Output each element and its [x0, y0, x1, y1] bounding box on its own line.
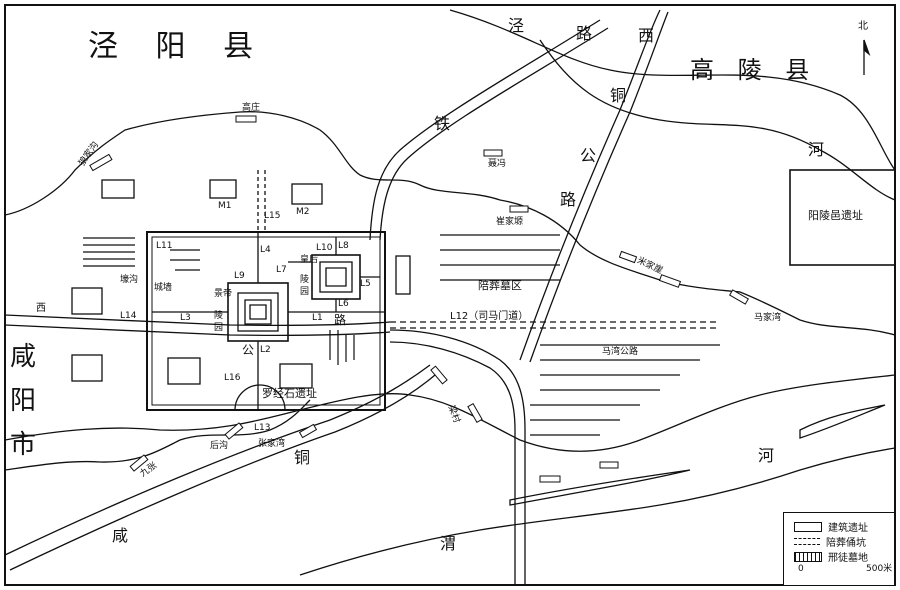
burial-area-label: 陪葬墓区: [478, 279, 522, 292]
scale-zero: 0: [798, 564, 804, 574]
wei-river-south-bank: [299, 447, 896, 576]
north-label: 北: [858, 21, 868, 32]
road-label-gong-2: 公: [242, 343, 255, 357]
road-label-xian: 咸: [112, 526, 129, 545]
yangling-yi-box: [789, 169, 896, 266]
road-label-lu: 路: [560, 190, 577, 209]
place-houguo: 后沟: [210, 441, 229, 451]
outer-wall-inner: [151, 236, 381, 406]
rail-label-jing: 泾: [508, 16, 525, 35]
road-label-xi: 西: [638, 26, 655, 45]
code-l4: L4: [260, 245, 271, 255]
label-hou-yuan: 园: [300, 287, 310, 297]
road-label-lu-north: 路: [576, 24, 593, 43]
code-l9: L9: [234, 271, 245, 281]
label-hou-ling: 陵: [300, 275, 310, 285]
west-road: [4, 314, 391, 327]
label-jingdi-yuan: 园: [214, 323, 224, 333]
place-gaozhuang: 高庄: [242, 103, 261, 113]
road-curve-1: [389, 329, 526, 585]
code-l13: L13: [254, 423, 271, 433]
code-l2: L2: [260, 345, 271, 355]
south-terrace: [4, 399, 311, 471]
code-m2: M2: [296, 207, 310, 217]
west-road-2: [4, 324, 391, 337]
code-l15: L15: [264, 211, 281, 221]
wei-river-north-bank: [4, 374, 896, 452]
county-label-jingyang: 泾 阳 县: [88, 29, 268, 64]
plateau-edge-north: [4, 111, 896, 336]
road-label-lu-2: 路: [334, 313, 347, 327]
label-jingdi-ling: 陵: [214, 311, 224, 321]
legend-cemetery-icon: [794, 551, 822, 562]
county-label-gaoling: 高 陵 县: [690, 56, 818, 84]
road-label-tong-2: 铜: [294, 448, 311, 467]
code-l11: L11: [156, 241, 173, 251]
river-label-he-2: 河: [758, 446, 775, 465]
code-l16: L16: [224, 373, 241, 383]
label-chengqiang: 城墙: [154, 283, 173, 293]
legend-pit-icon: [794, 538, 820, 545]
place-niefeng: 聂冯: [488, 159, 507, 169]
xitong-road-n2: [529, 11, 669, 363]
label-jiangou: 壕沟: [120, 275, 139, 285]
rail-label-tie: 铁: [434, 114, 451, 133]
place-majiawan: 马家湾: [754, 313, 782, 323]
code-l3: L3: [180, 313, 191, 323]
river-label-he-1: 河: [808, 140, 825, 159]
code-l1: L1: [312, 313, 323, 323]
wei-river-island: [799, 404, 886, 439]
xitong-road-1: [4, 364, 431, 556]
river-label-wei: 渭: [440, 534, 457, 553]
road-label-west: 西: [36, 303, 46, 314]
wei-river-bar: [509, 469, 691, 506]
scale-max: 500米: [866, 564, 893, 574]
label-huanghou: 皇后: [300, 255, 319, 265]
code-l14: L14: [120, 311, 137, 321]
legend-row-building: 建筑遗址: [794, 519, 868, 534]
l12-label: L12（司马门道）: [450, 311, 529, 322]
road-label-tong: 铜: [610, 86, 627, 105]
code-l10: L10: [316, 243, 333, 253]
code-l7: L7: [276, 265, 287, 275]
xitong-road-n1: [519, 9, 661, 361]
railway-line-1: [369, 19, 601, 241]
label-jingdi: 景帝: [214, 289, 233, 299]
matou-road-label: 马湾公路: [602, 347, 639, 357]
code-l5: L5: [360, 279, 371, 289]
jing-river-north-bank: [449, 9, 896, 171]
place-zhangjiawan: 张家湾: [258, 439, 286, 449]
outer-wall: [146, 231, 386, 411]
north-arrow-icon: [863, 39, 871, 75]
legend-row-pit: 陪葬俑坑: [794, 534, 866, 549]
code-m1: M1: [218, 201, 232, 211]
legend: 建筑遗址 陪葬俑坑 邢徒墓地 0 500米: [783, 512, 895, 586]
railway-line-2: [379, 27, 609, 241]
yangling-yi-site-label: 阳陵邑遗址: [808, 209, 863, 222]
legend-building-icon: [794, 521, 822, 532]
road-curve-2: [389, 341, 516, 585]
legend-row-cemetery: 邢徒墓地: [794, 549, 868, 564]
code-l6: L6: [338, 299, 349, 309]
luojingshi-site-label: 罗经石遗址: [262, 387, 317, 400]
place-cuijiapo: 崔家塬: [496, 217, 524, 227]
road-label-gong: 公: [580, 146, 597, 165]
city-label-xianyang: 咸 阳 市: [10, 342, 37, 460]
xitong-road-2: [9, 374, 436, 571]
code-l8: L8: [338, 241, 349, 251]
